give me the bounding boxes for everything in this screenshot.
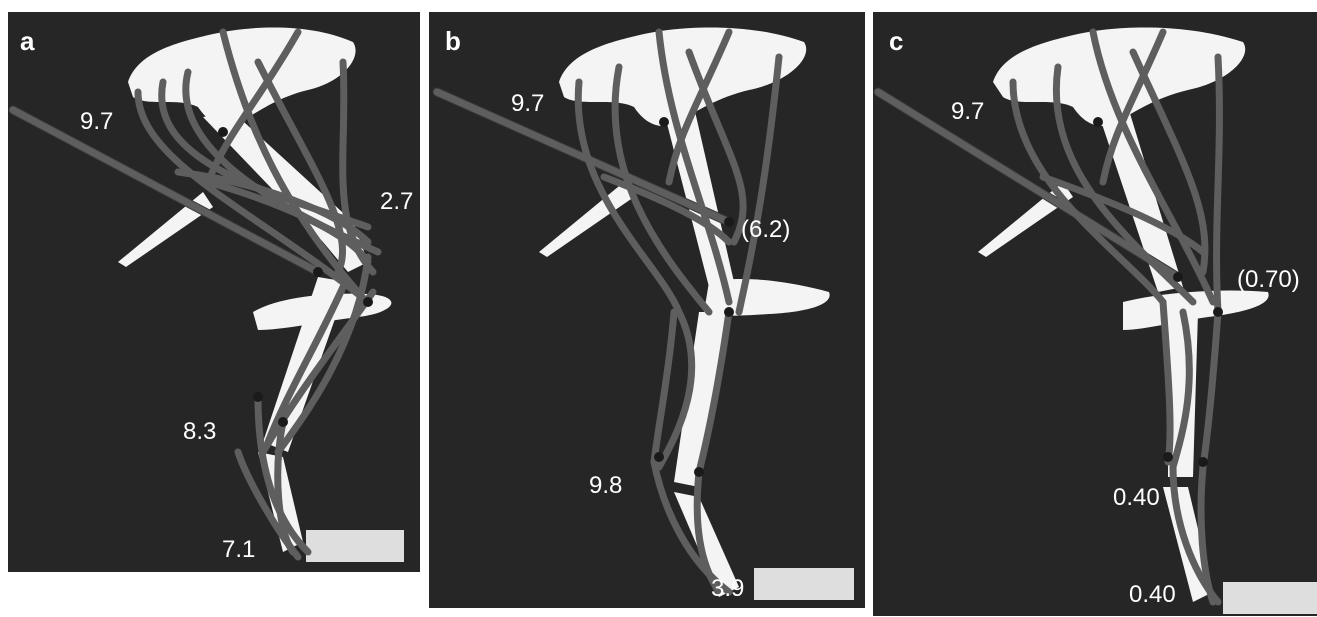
value-hip-a: 9.7 bbox=[80, 110, 113, 134]
value-knee-a: 2.7 bbox=[380, 190, 413, 214]
value-knee-c: (0.70) bbox=[1237, 268, 1300, 292]
panel-c: c 9.7 (0.70) 0.40 0.40 bbox=[873, 12, 1317, 616]
panel-label-c: c bbox=[889, 28, 903, 54]
value-ankle-b: 9.8 bbox=[589, 474, 622, 498]
value-ankle-c: 0.40 bbox=[1113, 486, 1160, 510]
hindlimb-model-b bbox=[429, 12, 865, 608]
value-hip-b: 9.7 bbox=[511, 92, 544, 116]
value-hip-c: 9.7 bbox=[951, 100, 984, 124]
value-knee-b: (6.2) bbox=[741, 218, 790, 242]
panel-label-a: a bbox=[20, 28, 34, 54]
panel-a: a 9.7 2.7 8.3 7.1 bbox=[8, 12, 420, 572]
hindlimb-model-a bbox=[8, 12, 420, 572]
panel-b: b 9.7 (6.2) 9.8 3.9 bbox=[429, 12, 865, 608]
value-ankle-a: 8.3 bbox=[183, 420, 216, 444]
panel-label-b: b bbox=[445, 28, 461, 54]
value-toe-c: 0.40 bbox=[1129, 583, 1176, 607]
value-toe-b: 3.9 bbox=[711, 577, 744, 601]
hindlimb-model-c bbox=[873, 12, 1317, 616]
value-toe-a: 7.1 bbox=[222, 538, 255, 562]
